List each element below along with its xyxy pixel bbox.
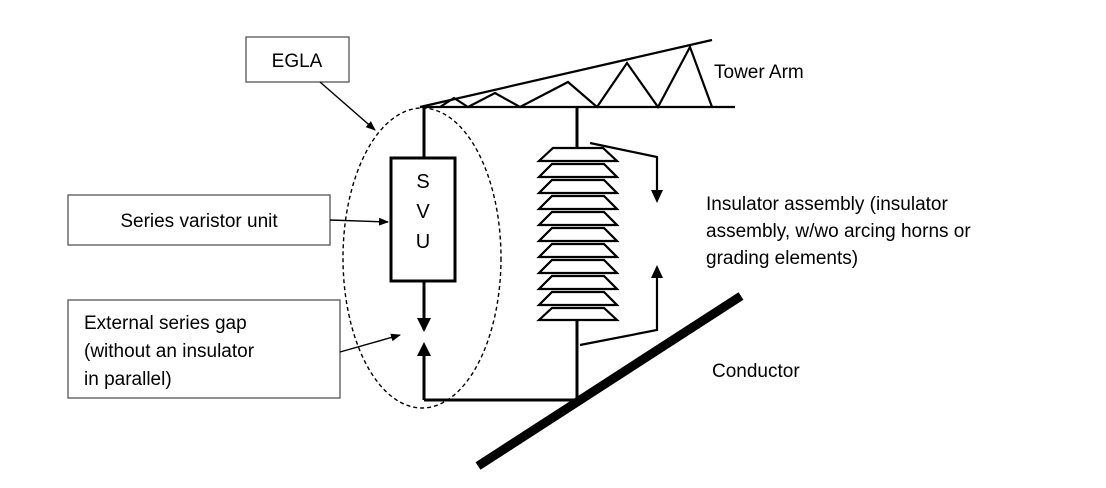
- svu-letter-v: V: [416, 201, 430, 223]
- series-varistor-unit-label: Series varistor unit: [120, 211, 278, 232]
- external-gap-label-line-1: External series gap: [84, 313, 247, 334]
- egla-branch-wire: [422, 107, 577, 402]
- tower-arm-truss: [419, 38, 735, 110]
- svu-letter-s: S: [416, 171, 429, 193]
- insulator-assembly-label-line-2: assembly, w/wo arcing horns or: [706, 221, 971, 242]
- conductor-line: [475, 292, 744, 470]
- insulator-assembly-label-line-1: Insulator assembly (insulator: [706, 194, 948, 215]
- svu-label-box: Series varistor unit: [67, 194, 389, 246]
- insulator-stack: [536, 146, 620, 322]
- external-gap-electrodes: [417, 318, 431, 356]
- insulator-assembly-label-line-3: grading elements): [706, 248, 858, 269]
- tower-arm-label: Tower Arm: [714, 62, 804, 83]
- external-gap-label-box: External series gap (without an insulato…: [67, 299, 401, 399]
- egla-enclosure: [342, 107, 502, 409]
- conductor-label: Conductor: [712, 361, 800, 382]
- external-gap-label-line-3: in parallel): [84, 369, 172, 390]
- svu-unit: S V U: [389, 156, 457, 283]
- egla-label: EGLA: [272, 51, 323, 72]
- external-gap-label-line-2: (without an insulator: [84, 341, 255, 362]
- svu-letter-u: U: [416, 231, 430, 253]
- arcing-horns: [579, 141, 663, 347]
- egla-label-box: EGLA: [245, 36, 376, 131]
